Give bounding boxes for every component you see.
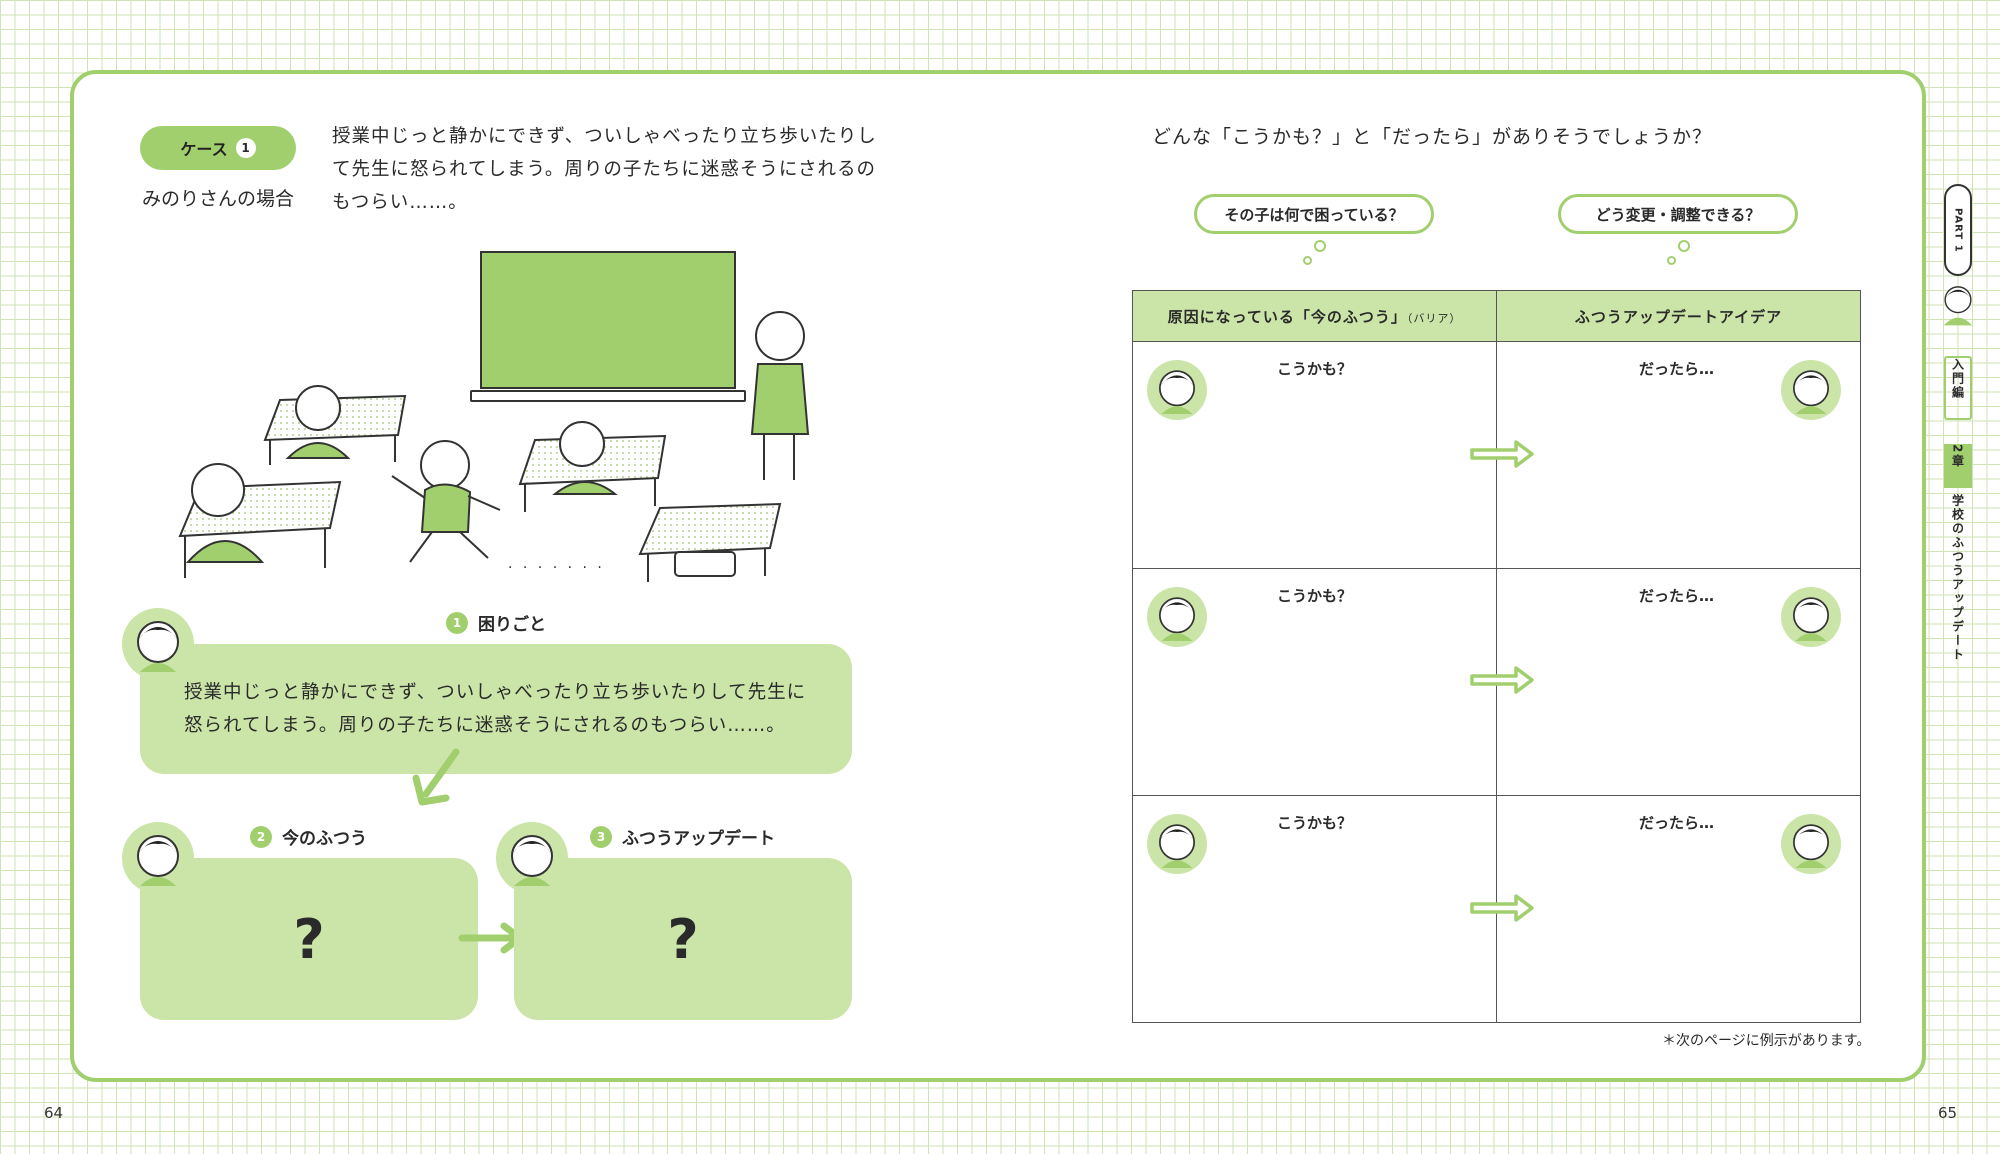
update-card: ? [514,858,852,1020]
step-number: 3 [590,825,612,848]
bubble-dot [1667,256,1676,265]
step-trouble-label: 1 困りごと [446,610,546,635]
bubble-dot [1678,240,1690,252]
blackboard-ledge [470,390,746,402]
child-avatar-icon [1936,282,1980,326]
chair-icon [674,551,736,577]
student-icon [552,421,618,495]
header-barrier: 原因になっている「今のふつう」（バリア） [1132,290,1497,342]
idea-prompt: だったら… [1639,587,1715,605]
cause-cell[interactable]: こうかも？ [1132,568,1497,796]
cause-cell[interactable]: こうかも？ [1132,795,1497,1023]
desk-icon [638,502,782,582]
child-avatar-icon [1147,360,1207,420]
student-icon [285,385,351,459]
footnote: ＊次のページに例示があります。 [1662,1033,1871,1049]
cause-prompt: こうかも？ [1277,360,1353,378]
teacher-icon [750,311,810,480]
arrow-down-icon [412,748,460,806]
case-number: 1 [235,138,256,158]
arrow-right-icon [1470,894,1534,922]
running-student-icon [391,440,501,563]
side-part-label: PART 1 [1944,184,1972,276]
bubble-dot [1314,240,1326,252]
step-update-label: 3 ふつうアップデート [590,824,775,849]
side-section-label: 入門編 [1944,356,1972,420]
page-number-right: 65 [1938,1104,1958,1122]
trouble-text: 授業中じっと静かにできず、ついしゃべったり立ち歩いたりして先生に怒られてしまう。… [184,682,807,736]
header-idea: ふつうアップデートアイデア [1496,290,1861,342]
case-label: ケース [180,140,228,159]
arrow-right-icon [1470,440,1534,468]
bubble-left: その子は何で困っている？ [1194,194,1434,234]
child-avatar-icon [122,822,194,894]
worksheet-question: どんな「こうかも？」と「だったら」がありそうでしょうか？ [1152,126,1713,148]
child-avatar-icon [1781,814,1841,874]
arrow-right-icon [1470,666,1534,694]
case-intro: 授業中じっと静かにできず、ついしゃべったり立ち歩いたりして先生に怒られてしまう。… [332,126,877,213]
child-avatar-icon [122,608,194,680]
child-avatar-icon [1147,587,1207,647]
case-subtitle: みのりさんの場合 [142,188,295,210]
child-avatar-icon [1781,360,1841,420]
bubble-right: どう変更・調整できる？ [1558,194,1798,234]
child-avatar-icon [1781,587,1841,647]
child-avatar-icon [496,822,568,894]
idea-prompt: だったら… [1639,360,1715,378]
case-badge: ケース 1 [140,126,296,170]
step-number: 1 [446,611,468,634]
side-chapter-label: 2章 [1944,444,1972,488]
movement-dots: . . . . . . . [508,556,605,572]
idea-cell[interactable]: だったら… [1496,341,1861,569]
blackboard-illustration [480,251,736,389]
child-avatar-icon [1147,814,1207,874]
cause-cell[interactable]: こうかも？ [1132,341,1497,569]
bubble-dot [1303,256,1312,265]
cause-prompt: こうかも？ [1277,814,1353,832]
idea-cell[interactable]: だったら… [1496,568,1861,796]
trouble-card: 授業中じっと静かにできず、ついしゃべったり立ち歩いたりして先生に怒られてしまう。… [140,644,852,774]
table-row: こうかも？ だったら… [1132,568,1861,796]
update-question-mark: ? [667,907,699,971]
step-number: 2 [250,825,272,848]
cause-prompt: こうかも？ [1277,587,1353,605]
table-row: こうかも？ だったら… [1132,341,1861,569]
step-normal-label: 2 今のふつう [250,824,367,849]
student-icon [185,463,265,563]
idea-prompt: だったら… [1639,814,1715,832]
classroom-illustration [178,311,810,582]
idea-cell[interactable]: だったら… [1496,795,1861,1023]
normal-question-mark: ? [293,907,325,971]
page-number-left: 64 [44,1104,64,1122]
side-chapter-title: 学校のふつうアップデート [1950,494,1965,662]
normal-card: ? [140,858,478,1020]
